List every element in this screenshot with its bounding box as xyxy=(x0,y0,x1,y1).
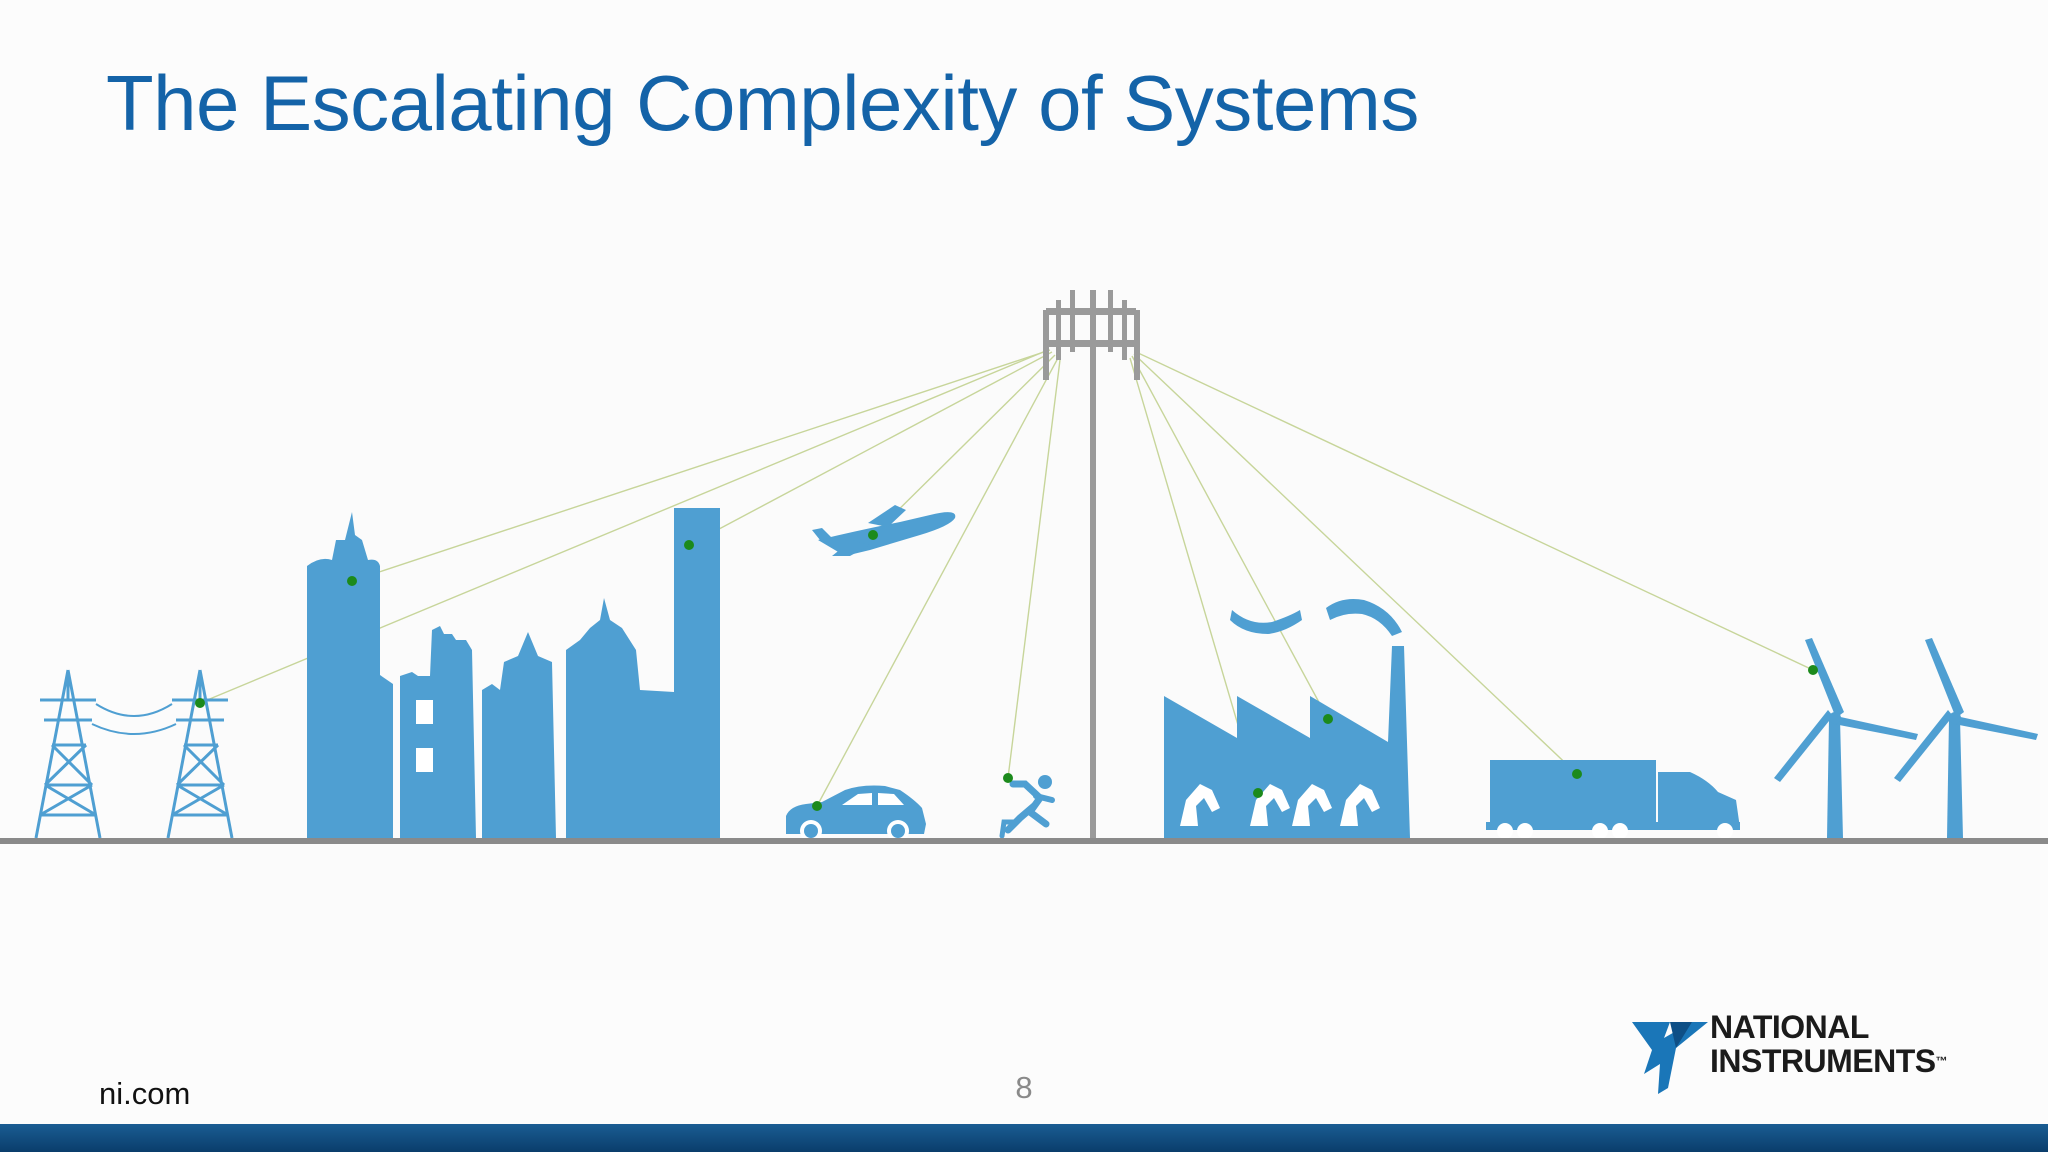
page-number: 8 xyxy=(1015,1070,1033,1105)
logo-trademark: ™ xyxy=(1935,1054,1948,1068)
bottom-bar xyxy=(0,1124,2048,1152)
link-wind-turbine xyxy=(1135,351,1814,671)
connection-dot xyxy=(347,576,357,586)
connection-dots xyxy=(195,530,1818,811)
running-person-icon xyxy=(999,775,1055,839)
connection-dot xyxy=(868,530,878,540)
link-airplane xyxy=(872,354,1056,536)
connection-dot xyxy=(1572,769,1582,779)
link-building-right xyxy=(688,351,1053,546)
link-car xyxy=(816,357,1059,807)
connection-lines xyxy=(199,349,1814,807)
illustration-panel xyxy=(120,160,2040,980)
connection-dot xyxy=(1003,773,1013,783)
factory-icon xyxy=(1164,599,1410,838)
connection-dot xyxy=(195,698,205,708)
cell-tower-icon xyxy=(1043,290,1140,840)
logo-line-instruments: INSTRUMENTS xyxy=(1710,1043,1936,1079)
power-pylons-icon xyxy=(34,669,234,839)
link-runner xyxy=(1007,359,1061,779)
logo-wordmark: NATIONAL INSTRUMENTS™ xyxy=(1710,1009,1948,1079)
airplane-icon xyxy=(812,505,956,556)
wind-turbines-icon xyxy=(1774,638,2038,838)
link-factory-robot xyxy=(1129,357,1259,794)
ground-line xyxy=(0,838,2048,844)
connection-dot xyxy=(1808,665,1818,675)
connection-dot xyxy=(1323,714,1333,724)
truck-icon xyxy=(1486,760,1740,839)
link-factory xyxy=(1131,355,1329,720)
robot-arms-icon xyxy=(1180,784,1380,826)
logo-line-national: NATIONAL xyxy=(1710,1009,1869,1045)
car-icon xyxy=(786,785,926,842)
national-instruments-logo: NATIONAL INSTRUMENTS™ xyxy=(1630,1008,1960,1098)
city-skyline-icon xyxy=(307,508,720,838)
connection-dot xyxy=(812,801,822,811)
connection-dot xyxy=(1253,788,1263,798)
footer-url[interactable]: ni.com xyxy=(99,1076,191,1111)
ni-eagle-logo-icon xyxy=(1632,1022,1708,1094)
connection-dot xyxy=(684,540,694,550)
link-truck xyxy=(1133,353,1578,775)
link-building-left xyxy=(351,349,1051,582)
slide-title: The Escalating Complexity of Systems xyxy=(106,59,1419,147)
